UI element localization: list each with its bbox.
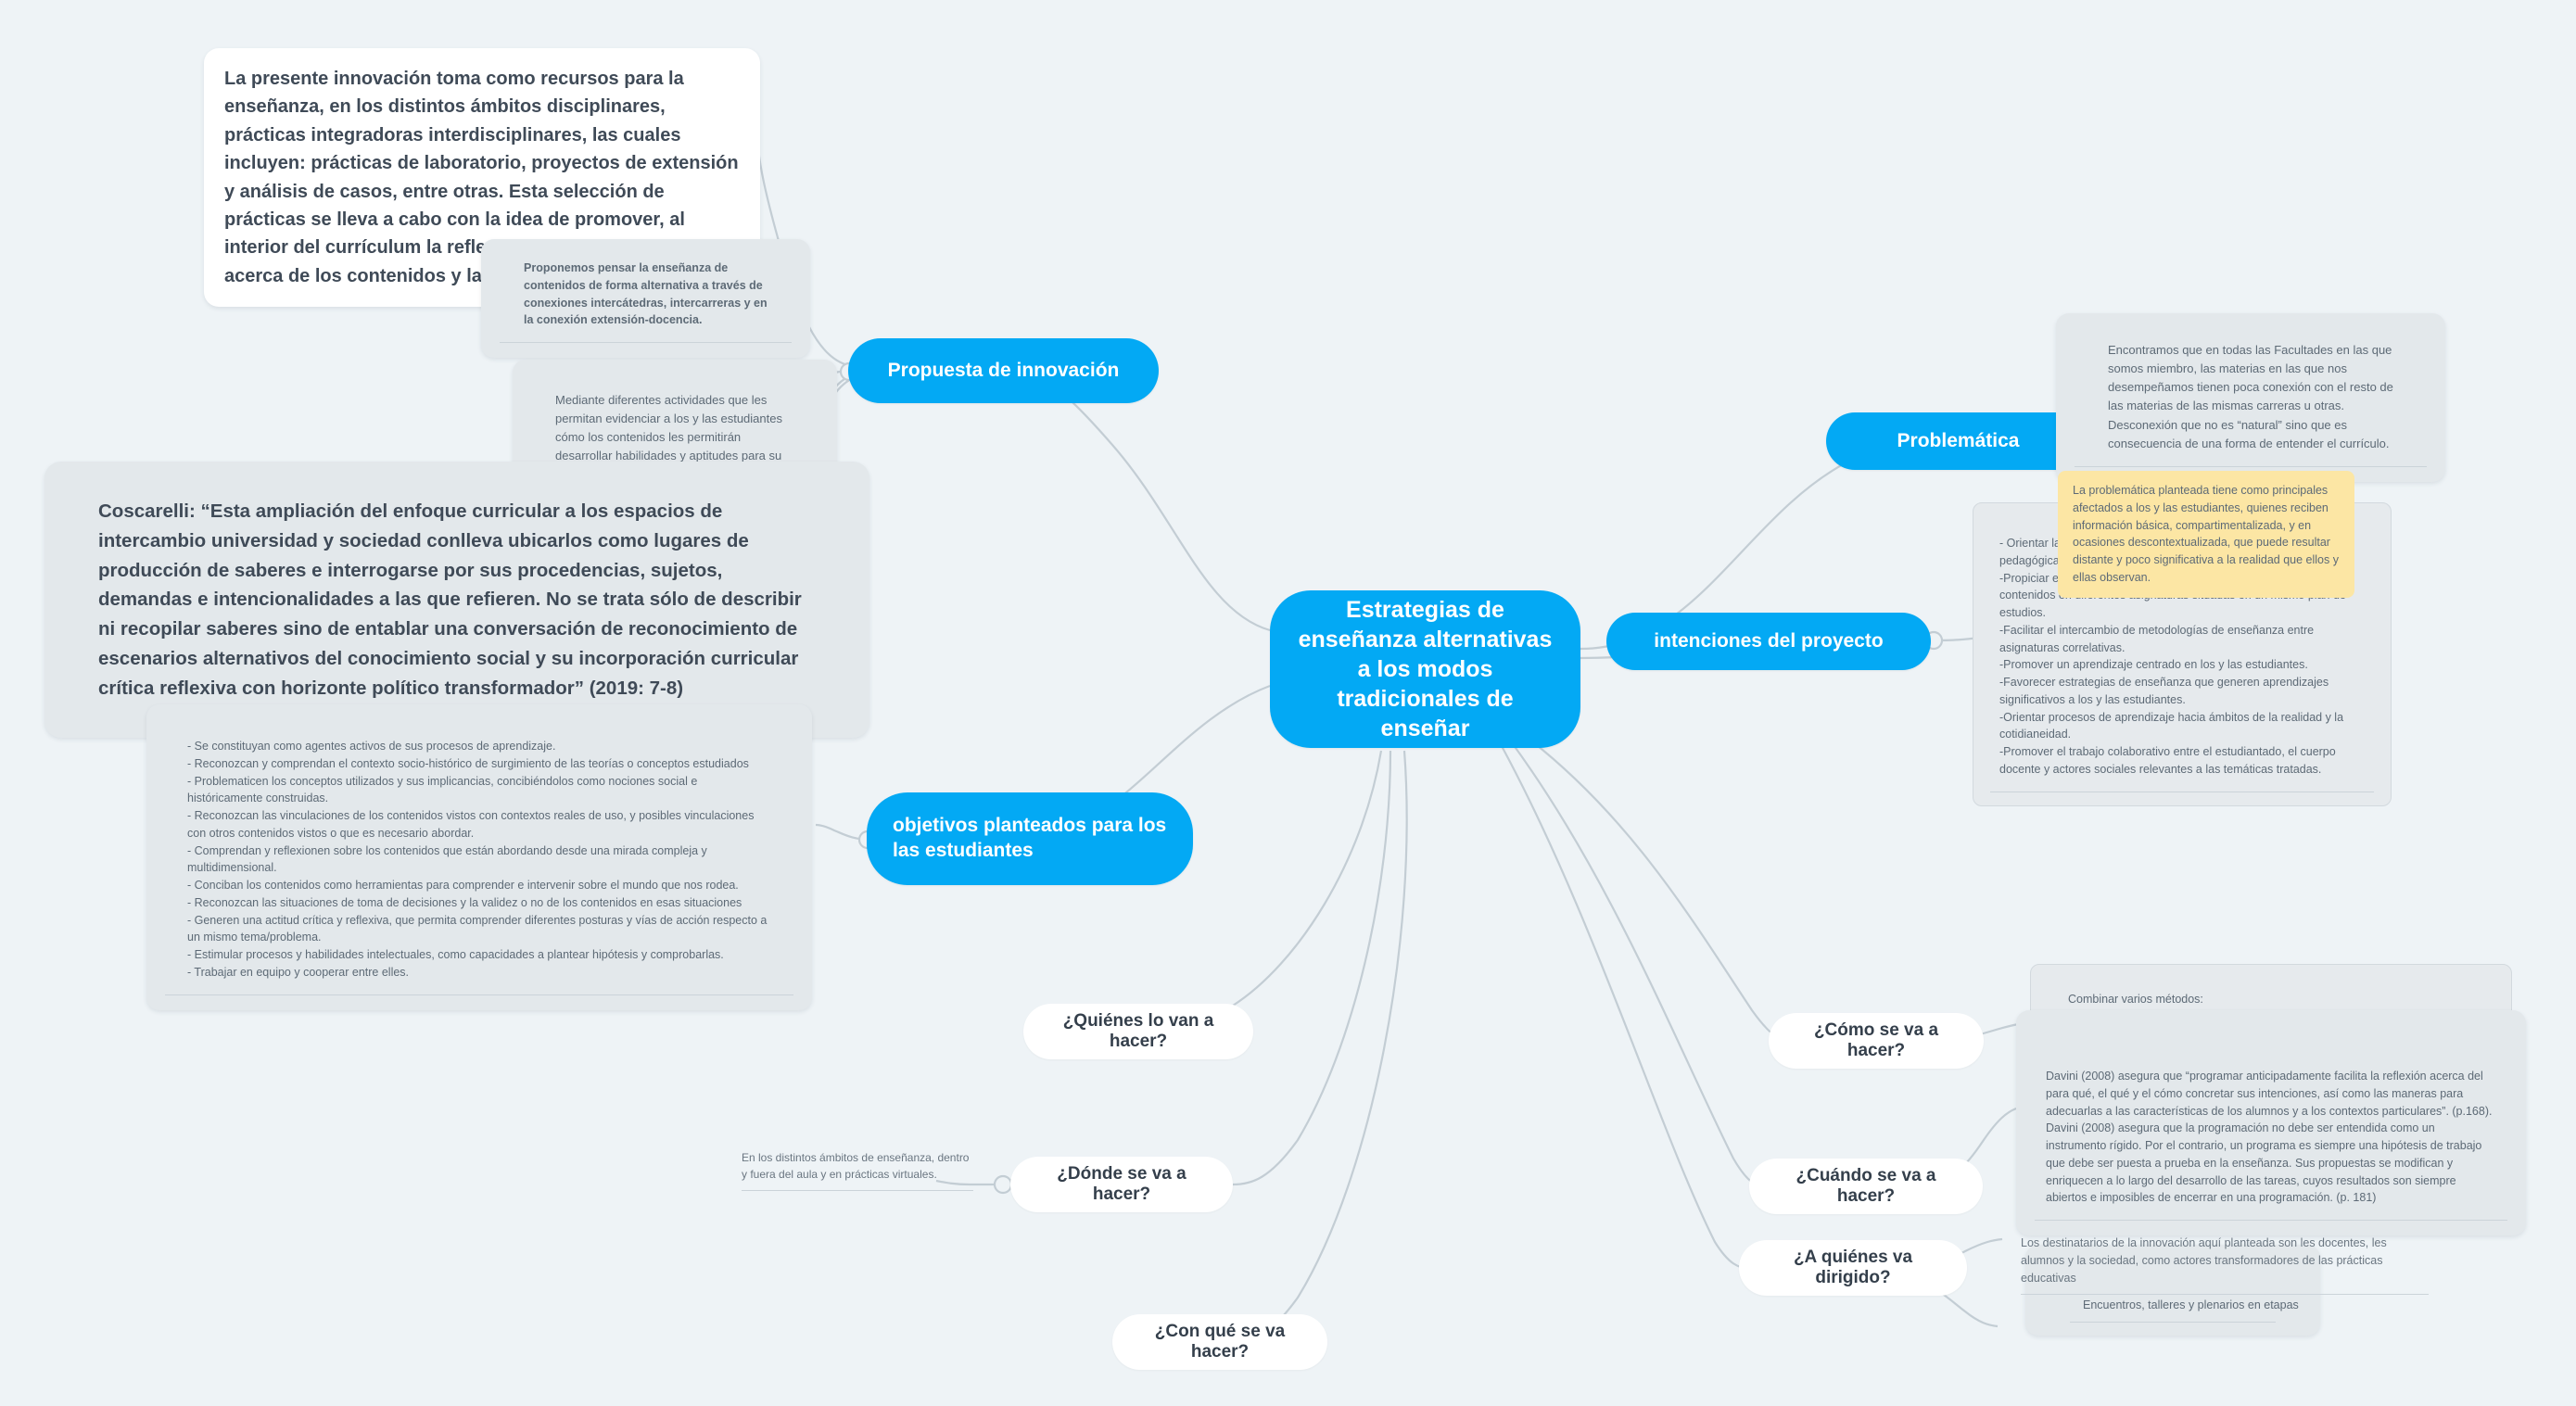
card-divider xyxy=(2035,1220,2507,1221)
card-encuentros[interactable]: Encuentros, talleres y plenarios en etap… xyxy=(2025,1245,2320,1336)
central-node[interactable]: Estrategias de enseñanza alternativas a … xyxy=(1270,590,1580,748)
card-divider xyxy=(500,342,792,343)
card-intenciones-lista-text: - Orientar la enseñanza como una herrami… xyxy=(1999,537,2354,776)
question-con-que-se-va-hacer[interactable]: ¿Con qué se va hacer? xyxy=(1112,1314,1327,1370)
question-quienes-lo-van-a-hacer[interactable]: ¿Quiénes lo van a hacer? xyxy=(1023,1004,1253,1059)
card-divider xyxy=(2021,1294,2429,1296)
card-destinatarios[interactable]: Los destinatarios de la innovación aquí … xyxy=(2021,1235,2429,1296)
card-objetivos-lista[interactable]: - Se constituyan como agentes activos de… xyxy=(146,704,812,1010)
card-encontramos-text: Encontramos que en todas las Facultades … xyxy=(2108,343,2393,450)
question-cuando-se-va-a-hacer[interactable]: ¿Cuándo se va a hacer? xyxy=(1749,1159,1983,1214)
card-coscarelli[interactable]: Coscarelli: “Esta ampliación del enfoque… xyxy=(44,462,869,739)
card-recursos[interactable]: La presente innovación toma como recurso… xyxy=(204,48,760,308)
card-divider xyxy=(742,1190,973,1191)
branch-problematica[interactable]: Problemática xyxy=(1826,412,2090,470)
card-objetivos-lista-text: - Se constituyan como agentes activos de… xyxy=(187,740,768,979)
card-encontramos[interactable]: Encontramos que en todas las Facultades … xyxy=(2056,313,2445,482)
card-davini-text: Davini (2008) asegura que “programar ant… xyxy=(2046,1070,2493,1205)
card-destinatarios-text: Los destinatarios de la innovación aquí … xyxy=(2021,1236,2387,1285)
card-divider xyxy=(2070,1321,2276,1323)
question-a-quienes-va-dirigido[interactable]: ¿A quiénes va dirigido? xyxy=(1739,1240,1967,1296)
card-ambitos[interactable]: En los distintos ámbitos de enseñanza, d… xyxy=(742,1149,973,1191)
question-como-se-va-a-hacer[interactable]: ¿Cómo se va a hacer? xyxy=(1769,1013,1984,1069)
branch-intenciones-del-proyecto[interactable]: intenciones del proyecto xyxy=(1606,613,1931,670)
card-coscarelli-text: Coscarelli: “Esta ampliación del enfoque… xyxy=(98,500,802,699)
card-proponemos[interactable]: Proponemos pensar la enseñanza de conten… xyxy=(481,239,810,358)
card-problematica-highlight[interactable]: La problemática planteada tiene como pri… xyxy=(2058,471,2354,598)
card-proponemos-text: Proponemos pensar la enseñanza de conten… xyxy=(524,261,768,327)
card-divider xyxy=(165,994,793,995)
card-ambitos-text: En los distintos ámbitos de enseñanza, d… xyxy=(742,1151,970,1181)
branch-objetivos-planteados[interactable]: objetivos planteados para los las estudi… xyxy=(867,792,1193,885)
card-encuentros-text: Encuentros, talleres y plenarios en etap… xyxy=(2083,1298,2299,1311)
card-davini[interactable]: Davini (2008) asegura que “programar ant… xyxy=(2016,1010,2526,1235)
question-donde-se-va-a-hacer[interactable]: ¿Dónde se va a hacer? xyxy=(1010,1157,1233,1212)
card-divider xyxy=(2075,465,2427,467)
card-problematica-highlight-text: La problemática planteada tiene como pri… xyxy=(2073,484,2339,584)
branch-propuesta-de-innovacion[interactable]: Propuesta de innovación xyxy=(848,338,1159,403)
